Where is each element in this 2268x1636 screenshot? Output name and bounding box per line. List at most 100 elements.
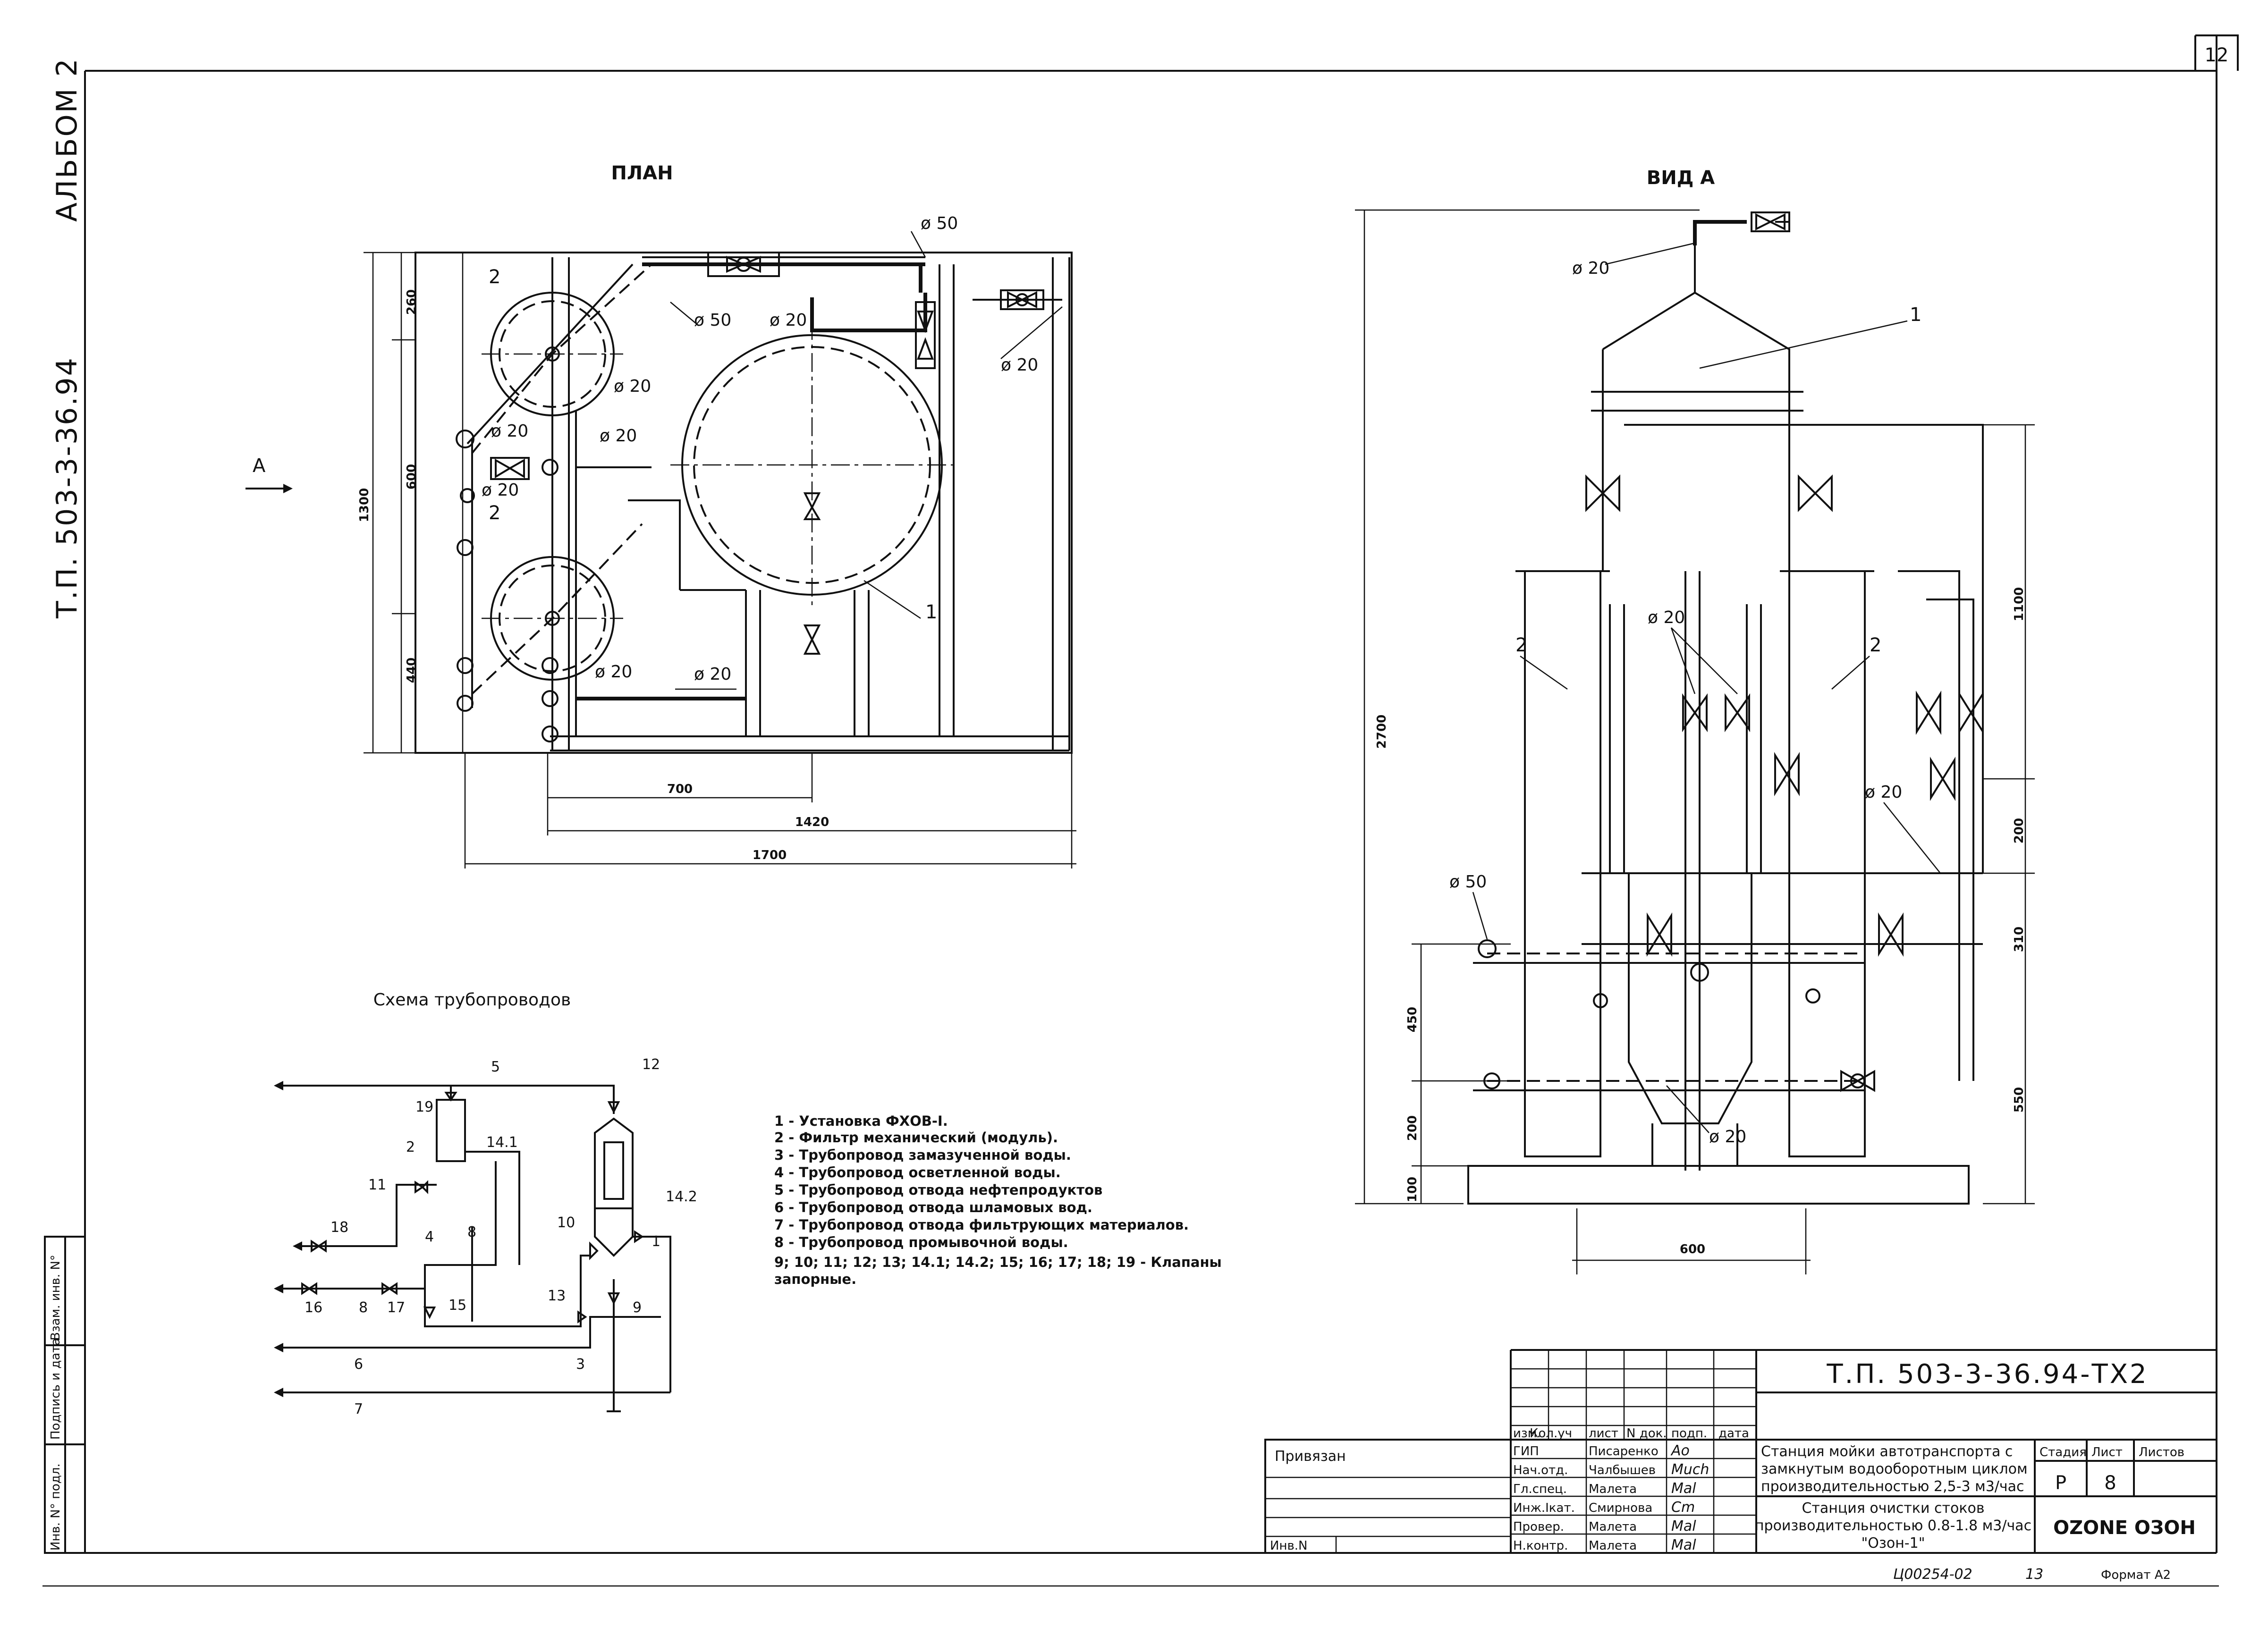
plan-label-phi20-a: ø 20 xyxy=(770,311,807,330)
view-a: ВИД А 2700 1100 200 310 550 450 200 100 … xyxy=(1355,167,2035,1274)
plan-dim-440: 440 xyxy=(405,658,419,683)
tb-header-ndok: N док. xyxy=(1626,1426,1667,1441)
sheet-line-1: Станция очистки стоков xyxy=(1802,1500,1984,1517)
plan-label-phi20-f: ø 20 xyxy=(482,481,519,500)
scheme-num-3: 3 xyxy=(576,1356,585,1373)
scheme-num-8-lower: 8 xyxy=(359,1299,368,1316)
view-a-dim-100: 100 xyxy=(1405,1177,1420,1202)
plan-nozzles xyxy=(456,430,559,742)
archive-note: Ц00254-02 xyxy=(1893,1566,1972,1583)
plan-label-phi50-a: ø 50 xyxy=(694,311,731,330)
scheme-num-16: 16 xyxy=(305,1299,322,1316)
project-line-2: замкнутым водооборотным циклом xyxy=(1761,1461,2028,1477)
tb-name: Смирнова xyxy=(1589,1501,1652,1515)
stadia-label: Стадия xyxy=(2040,1445,2087,1459)
plan-label-phi50-b: ø 50 xyxy=(921,214,958,233)
view-a-valves xyxy=(1585,211,1984,1092)
tb-name: Малета xyxy=(1589,1520,1637,1534)
stamp-inv-podl: Инв. N° подл. xyxy=(49,1463,63,1551)
view-a-item-1: 1 xyxy=(1910,304,1921,326)
plan-dim-1420: 1420 xyxy=(795,815,829,829)
plan-item-2-bottom: 2 xyxy=(489,502,500,524)
side-title-column: АЛЬБОМ 2 Т.П. 503-3-36.94 xyxy=(51,57,84,619)
legend-item: 4 - Трубопровод осветленной воды. xyxy=(774,1164,1061,1181)
tb-signature: Much xyxy=(1671,1461,1709,1478)
piping-scheme: Схема трубопроводов xyxy=(274,990,697,1417)
scheme-num-10: 10 xyxy=(557,1214,575,1231)
plan-label-phi20-c: ø 20 xyxy=(614,377,651,396)
scheme-valves xyxy=(301,1092,644,1324)
sheet-line-3: "Озон-1" xyxy=(1861,1535,1925,1552)
plan-label-phi20-e: ø 20 xyxy=(491,422,528,441)
archive-note-2: 13 xyxy=(2025,1566,2043,1583)
tb-signature: Mal xyxy=(1671,1518,1696,1535)
scheme-num-8-upper: 8 xyxy=(467,1224,476,1240)
view-a-dim-450: 450 xyxy=(1405,1007,1420,1032)
scheme-num-15: 15 xyxy=(449,1297,466,1314)
view-a-dim-200-l: 200 xyxy=(1405,1115,1420,1141)
list-value: 8 xyxy=(2104,1472,2116,1494)
side-project-code: Т.П. 503-3-36.94 xyxy=(51,356,84,619)
project-line-1: Станция мойки автотранспорта с xyxy=(1761,1443,2013,1460)
scheme-num-19: 19 xyxy=(415,1099,433,1115)
plan-view-arrow-label: А xyxy=(253,455,266,477)
project-line-3: производительностью 2,5-3 м3/час xyxy=(1761,1478,2024,1495)
tb-signature: Cm xyxy=(1671,1499,1695,1516)
scheme-num-7: 7 xyxy=(354,1401,363,1417)
plan-label-phi20-d: ø 20 xyxy=(600,426,637,446)
view-a-label-phi20-top: ø 20 xyxy=(1572,259,1609,278)
tb-name: Чалбышев xyxy=(1589,1463,1656,1477)
scheme-num-2: 2 xyxy=(406,1139,415,1155)
plan-label-phi20-g: ø 20 xyxy=(595,662,632,682)
view-a-label-phi50: ø 50 xyxy=(1449,872,1487,892)
plan-item-2-top: 2 xyxy=(489,266,500,288)
scheme-num-9: 9 xyxy=(633,1299,642,1316)
scheme-num-1: 1 xyxy=(652,1233,660,1250)
scheme-num-14-2: 14.2 xyxy=(666,1189,697,1205)
album-label: АЛЬБОМ 2 xyxy=(51,57,84,222)
plan-dim-1700: 1700 xyxy=(753,848,787,862)
tb-role: ГИП xyxy=(1513,1444,1539,1459)
view-a-dim-550: 550 xyxy=(2012,1087,2026,1113)
legend-item: 3 - Трубопровод замазученной воды. xyxy=(774,1147,1071,1163)
sheet-line-2: производительностью 0.8-1.8 м3/час xyxy=(1755,1518,2031,1534)
tb-signature: Ao xyxy=(1670,1442,1690,1459)
stadia-value: Р xyxy=(2055,1472,2066,1494)
legend-item: 1 - Установка ФХОВ-I. xyxy=(774,1113,948,1129)
legend-item: 6 - Трубопровод отвода шламовых вод. xyxy=(774,1199,1092,1215)
tb-header-data: дата xyxy=(1718,1426,1749,1441)
title-block: Т.П. 503-3-36.94-ТХ2 Привязан Инв.N изм.… xyxy=(1264,1349,2217,1554)
view-a-item-2-left: 2 xyxy=(1515,634,1527,656)
tb-header-koluch: Кол.уч xyxy=(1530,1426,1572,1441)
legend-item: запорные. xyxy=(774,1271,856,1287)
scheme-num-6: 6 xyxy=(354,1356,363,1373)
tb-role: Нач.отд. xyxy=(1513,1463,1568,1477)
view-a-dim-2700: 2700 xyxy=(1375,715,1389,749)
scheme-num-13: 13 xyxy=(548,1288,566,1304)
tb-name: Малета xyxy=(1589,1539,1637,1553)
scheme-num-14-1: 14.1 xyxy=(486,1134,518,1151)
list-label: Лист xyxy=(2091,1445,2123,1459)
scheme-num-12: 12 xyxy=(642,1056,660,1073)
plan-dim-700: 700 xyxy=(667,782,693,796)
stamp-vzam: Взам. инв. N° xyxy=(49,1255,63,1341)
view-a-dim-600: 600 xyxy=(1680,1242,1705,1257)
plan-valves xyxy=(490,252,1044,655)
plan-dim-1300: 1300 xyxy=(357,488,372,522)
tb-signature: Mal xyxy=(1671,1480,1696,1497)
ozon-logo-text: OZONE ОЗОН xyxy=(2053,1517,2196,1539)
tb-role: Н.контр. xyxy=(1513,1539,1568,1553)
plan-title: ПЛАН xyxy=(611,162,673,184)
tb-header-izm: изм. xyxy=(1513,1426,1541,1441)
view-a-item-2-right: 2 xyxy=(1870,634,1881,656)
legend-item: 2 - Фильтр механический (модуль). xyxy=(774,1130,1058,1146)
legend-item: 7 - Трубопровод отвода фильтрующих матер… xyxy=(774,1217,1189,1233)
scheme-num-17: 17 xyxy=(387,1299,405,1316)
tb-name: Писаренко xyxy=(1589,1444,1659,1459)
sheet-format: Формат А2 xyxy=(2101,1568,2171,1582)
inv-label: Инв.N xyxy=(1270,1539,1308,1553)
scheme-num-18: 18 xyxy=(330,1219,348,1236)
tb-role: Гл.спец. xyxy=(1513,1482,1567,1496)
tb-header-list: лист xyxy=(1589,1426,1618,1441)
